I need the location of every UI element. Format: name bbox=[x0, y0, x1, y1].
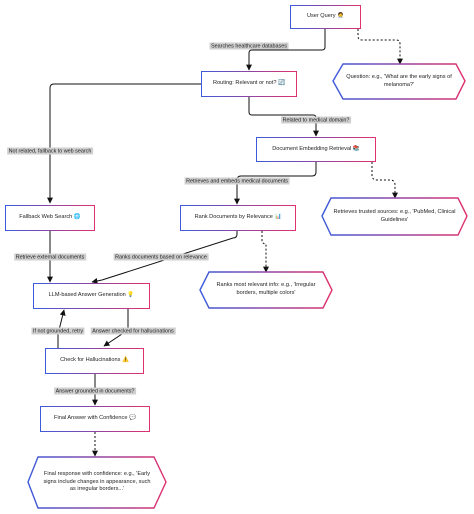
edge-label-answer-checked: Answer checked for hallucinations bbox=[90, 327, 176, 335]
edge-label-retrieve-external: Retrieve external documents bbox=[14, 253, 86, 261]
edge-rank-llm bbox=[91, 231, 238, 284]
ranks-info-text: Ranks most relevant info: e.g., 'Irregul… bbox=[216, 282, 316, 296]
document-embedding-node[interactable]: Document Embedding Retrieval 📚 bbox=[256, 137, 376, 162]
check-hallucinations-node[interactable]: Check for Hallucinations ⚠️ bbox=[45, 348, 144, 374]
trusted-sources-hexagon bbox=[321, 197, 468, 236]
edge-label-not-grounded: If not grounded, retry bbox=[31, 327, 85, 335]
llm-answer-generation-label: LLM-based Answer Generation 💡 bbox=[48, 292, 135, 299]
trusted-sources-text: Retrieves trusted sources: e.g., 'PubMed… bbox=[333, 208, 456, 223]
user-query-node[interactable]: User Query 🧑‍⚕️ bbox=[290, 5, 361, 29]
edge-userquery-question bbox=[357, 29, 403, 65]
edge-userquery-routing bbox=[246, 29, 326, 71]
edge-label-searches: Searches healthcare databases bbox=[209, 42, 289, 50]
final-response-hexagon bbox=[27, 456, 167, 509]
edge-docembed-trusted bbox=[371, 162, 398, 199]
edge-rank-ranksinfo bbox=[261, 231, 269, 273]
fallback-web-search-label: Fallback Web Search 🌐 bbox=[19, 214, 81, 221]
llm-answer-generation-node[interactable]: LLM-based Answer Generation 💡 bbox=[33, 283, 150, 309]
edge-routing-fallback bbox=[47, 83, 210, 204]
question-text: Question: e.g., 'What are the early sign… bbox=[346, 73, 452, 88]
edge-label-retrieves-embeds: Retrieves and embeds medical documents bbox=[184, 177, 290, 185]
ranks-info-hexagon bbox=[199, 271, 333, 309]
edge-label-not-related: Not related, fallback to web search bbox=[7, 147, 93, 155]
routing-label: Routing: Relevant or not? 🔄 bbox=[213, 80, 285, 87]
document-embedding-label: Document Embedding Retrieval 📚 bbox=[272, 145, 360, 152]
edge-label-ranks-based: Ranks documents based on relevance bbox=[113, 253, 209, 261]
rank-documents-label: Rank Documents by Relevance 📊 bbox=[194, 214, 282, 221]
final-answer-label: Final Answer with Confidence 💬 bbox=[54, 415, 136, 422]
edge-label-related: Related to medical domain? bbox=[281, 116, 351, 124]
question-hexagon bbox=[332, 63, 466, 100]
edge-label-grounded: Answer grounded in documents? bbox=[54, 387, 136, 395]
final-response-text: Final response with confidence: e.g., 'E… bbox=[43, 471, 151, 493]
fallback-web-search-node[interactable]: Fallback Web Search 🌐 bbox=[5, 205, 95, 231]
rank-documents-node[interactable]: Rank Documents by Relevance 📊 bbox=[180, 205, 296, 231]
routing-node[interactable]: Routing: Relevant or not? 🔄 bbox=[201, 71, 297, 97]
check-hallucinations-label: Check for Hallucinations ⚠️ bbox=[60, 357, 129, 364]
final-answer-node[interactable]: Final Answer with Confidence 💬 bbox=[40, 406, 150, 432]
user-query-label: User Query 🧑‍⚕️ bbox=[306, 13, 345, 20]
